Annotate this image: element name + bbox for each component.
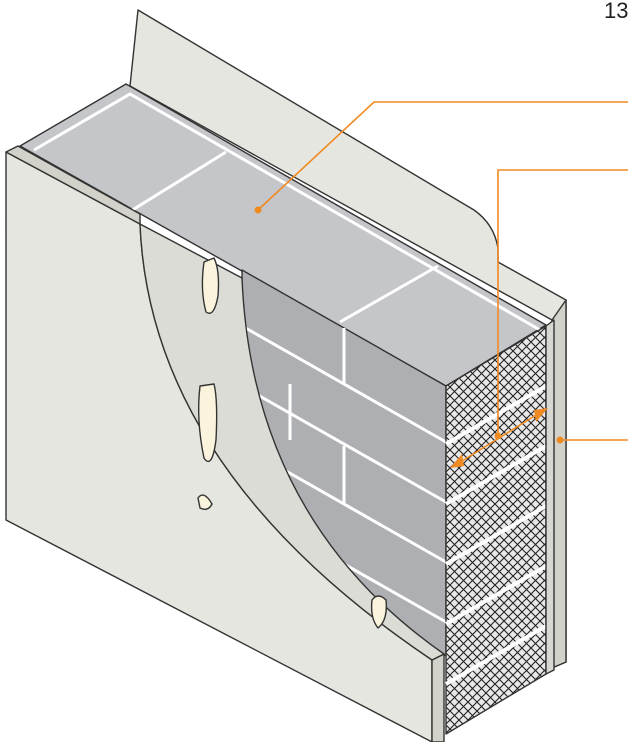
leader-insulation-thickness (450, 169, 628, 468)
insulation-section (444, 319, 555, 735)
adhesive-layer (139, 223, 445, 661)
insulation-edge-strip (545, 319, 555, 675)
front-board-right-edge (431, 653, 445, 742)
adhesive-dab-4 (370, 595, 388, 629)
adhesive-dab-3 (197, 494, 213, 511)
leader-outer-board (556, 436, 628, 444)
adhesive-sheet (139, 223, 445, 661)
top-mortar-joint-3 (33, 92, 541, 332)
adhesive-dab-1 (201, 257, 220, 314)
figure-number: 13 (604, 0, 628, 23)
insulation-end-face (445, 325, 547, 735)
front-board-edge (5, 145, 141, 225)
top-mortar-joint-1 (125, 150, 227, 216)
adhesive-dab-2 (197, 383, 218, 463)
top-mortar-joint-2 (339, 264, 439, 324)
leader-masonry-block (254, 101, 628, 214)
insulation-joints (444, 384, 548, 686)
